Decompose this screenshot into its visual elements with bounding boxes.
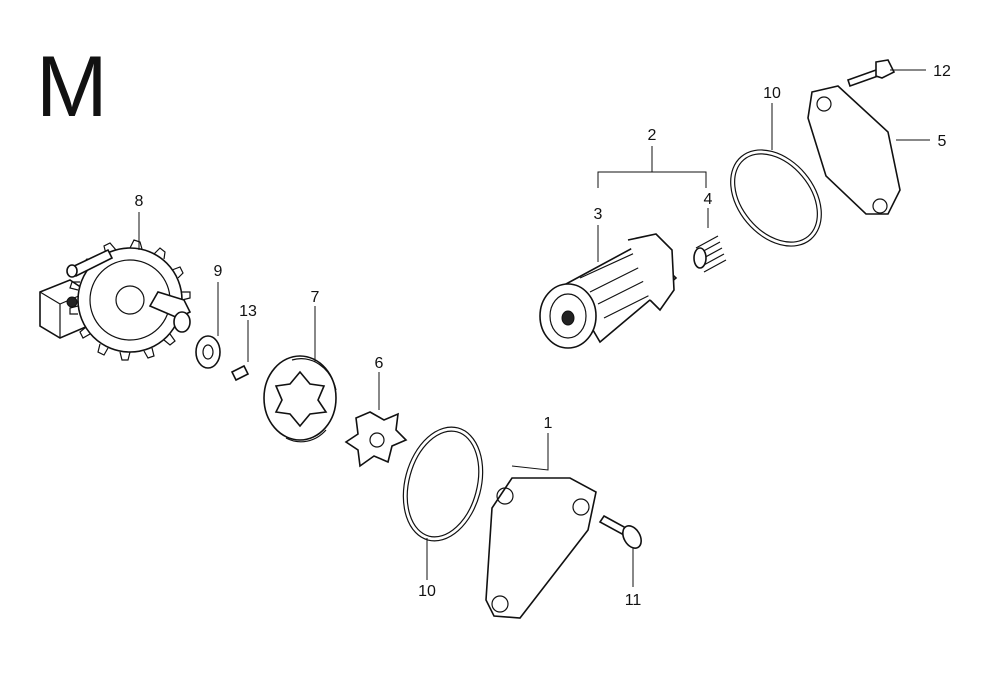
callout-9: 9 bbox=[214, 263, 223, 280]
callout-6: 6 bbox=[375, 355, 384, 372]
callout-2: 2 bbox=[648, 127, 657, 144]
leader-lines bbox=[138, 69, 930, 587]
callout-11: 11 bbox=[625, 592, 642, 609]
callout-4: 4 bbox=[704, 191, 713, 208]
part-12-bolt bbox=[846, 59, 896, 88]
part-6-inner-rotor bbox=[344, 411, 408, 468]
callout-13: 13 bbox=[239, 303, 257, 320]
callout-3: 3 bbox=[594, 206, 603, 223]
callout-7: 7 bbox=[311, 289, 320, 306]
callout-8: 8 bbox=[135, 193, 144, 210]
callout-12: 12 bbox=[933, 63, 951, 80]
part-10-o-ring-lower bbox=[402, 426, 484, 542]
callout-5: 5 bbox=[938, 133, 947, 150]
callout-10-lower: 10 bbox=[418, 583, 436, 600]
part-3-filter-element bbox=[539, 233, 678, 349]
part-1-pump-cover bbox=[485, 477, 597, 619]
part-9-washer bbox=[195, 335, 221, 369]
part-5-filter-cover bbox=[807, 85, 901, 215]
part-7-outer-rotor bbox=[263, 355, 337, 443]
part-4-spring bbox=[693, 235, 727, 273]
section-letter: M bbox=[36, 39, 108, 135]
callout-10-upper: 10 bbox=[763, 85, 781, 102]
part-10-o-ring-upper bbox=[730, 149, 822, 247]
part-8-gear-shaft bbox=[39, 239, 192, 361]
part-13-pin bbox=[230, 364, 250, 382]
callout-1: 1 bbox=[544, 415, 553, 432]
part-11-screw bbox=[598, 514, 642, 549]
